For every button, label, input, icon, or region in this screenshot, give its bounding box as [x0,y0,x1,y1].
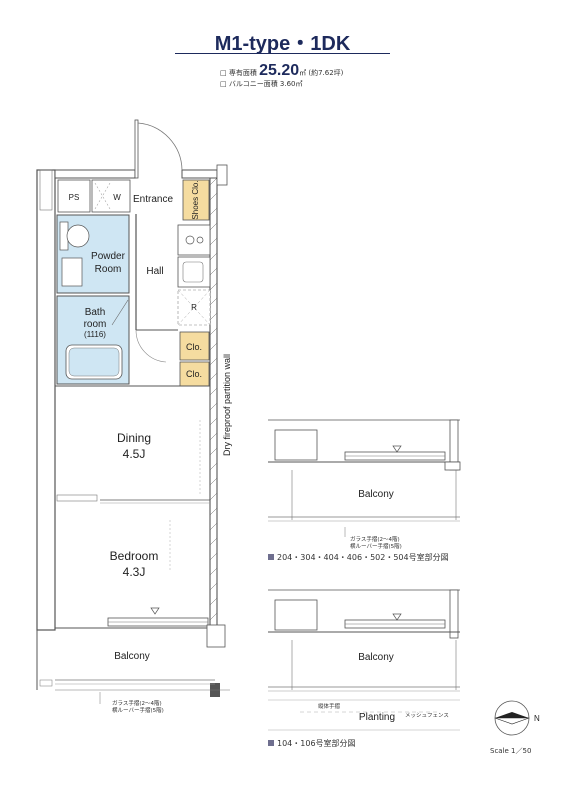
hall-door-swing [135,329,167,363]
shoes-clo-label: Shoes Clo. [191,180,200,219]
shoes-closet [182,179,210,221]
washer-box [91,179,131,213]
wash-basin [61,257,83,287]
area-tsubo: (約7.62坪) [308,69,344,77]
compass-label: N [534,714,540,723]
alt2-caption: 104・106号室部分図 [268,738,356,749]
window-marker [150,607,160,615]
closet-1-label: Clo. [186,342,202,352]
bath-size: (1116) [84,330,106,339]
entrance-door-swing [137,122,183,171]
alt1-caption-text: 204・304・404・406・502・504号室部分図 [277,553,449,562]
alt-plan-1 [268,419,461,537]
alt-plan-2 [268,589,460,731]
top-wall-right [181,169,218,179]
balcony-label: Balcony [114,651,150,662]
fridge-label: R [191,303,197,312]
title-rule [175,53,390,54]
scale-label: Scale 1／50 [490,747,532,755]
alt1-caption: 204・304・404・406・502・504号室部分図 [268,552,449,563]
dining-size: 4.5J [123,447,146,461]
door-jamb [134,119,139,179]
powder-label-1: Powder [91,251,126,262]
bathtub-inner [68,347,120,377]
alt1-glass-note: ガラス手摺(2〜4階) [350,535,400,543]
main-louver-note: 横ルーバー手摺(5階) [112,706,164,714]
caption-square-icon [268,740,274,746]
ps-box [57,179,91,213]
alt1-louver-note: 横ルーバー手摺(5階) [350,542,402,550]
balcony-area: □ バルコニー面積 3.60㎡ [220,80,303,88]
bath-door [111,299,129,326]
left-column [39,169,53,211]
area-line: □ 専有面積 25.20㎡ (約7.62坪) [220,62,343,80]
area-value: 25.20 [259,62,300,79]
main-glass-note: ガラス手摺(2〜4階) [112,699,162,707]
bath-label-2: room [84,319,107,330]
bedroom-label: Bedroom [110,549,159,563]
closet-1 [179,331,210,361]
area-prefix: □ 専有面積 [220,69,257,77]
closet-2 [179,361,210,387]
left-wall [36,169,56,631]
alt2-balcony-label: Balcony [358,652,394,663]
top-wall-left [54,169,136,179]
bath-label-1: Bath [85,307,106,318]
alt2-caption-text: 104・106号室部分図 [277,739,356,748]
corridor-wall [216,164,228,186]
caption-square-icon [268,554,274,560]
toilet-bowl [66,224,90,248]
alt2-fence-note: メッシュフェンス [405,712,449,719]
area-unit: ㎡ [299,69,307,77]
bedroom-size: 4.3J [123,565,146,579]
compass [494,700,530,736]
alt1-balcony-label: Balcony [358,489,394,500]
hall-label: Hall [146,266,163,277]
partition-label: Dry fireproof partition wall [222,354,232,456]
closet-2-label: Clo. [186,369,202,379]
divider-wall [56,494,98,502]
partition-wall [209,174,218,631]
ps-label: PS [69,193,80,202]
page-title: M1-type・1DK [214,33,351,55]
washer-label: W [113,193,121,202]
planting-label: Planting [359,712,395,723]
dining-label: Dining [117,431,151,445]
entrance-label: Entrance [133,194,173,205]
alt2-rail-note: 縦体手摺 [318,702,341,710]
powder-label-2: Room [95,264,122,275]
